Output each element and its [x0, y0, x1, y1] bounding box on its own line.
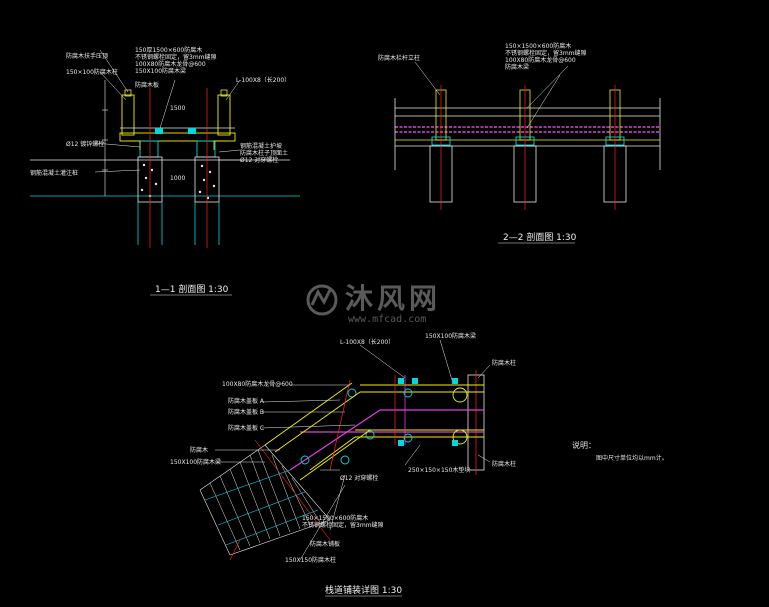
label-angle-steel: L-100X8（长200）	[236, 76, 290, 84]
plan-label-pad: 250×150×150木垫块	[408, 466, 470, 474]
label-deck-board: 150厚1500×600防腐木	[135, 46, 202, 54]
label-slope: 钢筋混凝土护坡	[240, 142, 282, 150]
plan-detail-title: 栈道铺装详图 1:30	[325, 584, 402, 596]
label-fixing-2: 不锈钢螺栓固定，留3mm缝隙	[505, 49, 587, 57]
label-fixing: 不锈钢螺栓固定，留3mm缝隙	[135, 53, 217, 61]
label-plank: 防腐木板	[135, 81, 159, 89]
plan-label-through-bolt: Ø12 对穿螺栓	[340, 474, 378, 482]
watermark-url: www.mfcad.com	[348, 314, 426, 325]
label-handrail-cap: 防腐木扶手压顶	[66, 52, 108, 60]
notes-heading: 说明：	[572, 440, 596, 450]
section-2-2-posts	[429, 85, 627, 210]
notes-line-1: 图中尺寸单位均以mm计。	[596, 454, 668, 462]
dim-1500: 1500	[170, 105, 185, 112]
label-joist-2: 100X80防腐木龙骨@600	[505, 56, 576, 64]
label-beam: 150X100防腐木梁	[135, 67, 186, 75]
label-post-top: 防腐木柱子顶面土	[240, 149, 288, 157]
plan-label-joist: 100X80防腐木龙骨@600	[222, 380, 293, 388]
stair-hatch	[199, 439, 331, 561]
plan-label-cover-c: 防腐木盖板 C	[228, 424, 264, 432]
label-post: 150×100防腐木柱	[66, 68, 118, 76]
watermark-text: 沐风网	[345, 282, 441, 315]
plan-detail-drawing	[199, 339, 491, 561]
notes-block: 说明： 图中尺寸单位均以mm计。	[572, 440, 668, 462]
plan-label-beam-left: 150X100防腐木梁	[170, 458, 221, 466]
section-2-2-title: 2—2 剖面图 1:30	[503, 231, 577, 243]
plan-label-cover-b: 防腐木盖板 B	[228, 408, 264, 416]
plan-label-post-150: 150X150防腐木柱	[285, 556, 336, 564]
label-railing-post: 防腐木栏杆立柱	[378, 54, 420, 62]
pile-hatching	[140, 163, 216, 200]
plan-label-fixing: 不锈钢螺栓固定，留3mm缝隙	[302, 521, 384, 529]
section-1-1-title: 1—1 剖面图 1:30	[155, 283, 229, 295]
label-pile: 钢筋混凝土灌注桩	[30, 169, 78, 177]
plan-label-timber: 防腐木	[190, 446, 208, 454]
plan-label-angle-steel: L-100X8（长200）	[340, 338, 394, 346]
label-joist: 100X80防腐木龙骨@600	[135, 60, 206, 68]
plan-label-deck-board: 150×1500×600防腐木	[302, 514, 368, 522]
section-1-1-drawing	[30, 49, 300, 248]
label-beam-2: 防腐木梁	[505, 63, 529, 71]
label-deck-board-2: 150×1500×600防腐木	[505, 42, 571, 50]
plan-detail-labels: L-100X8（长200） 150X100防腐木梁 防腐木柱 100X80防腐木…	[170, 332, 516, 597]
plan-label-post-bottom: 防腐木柱	[492, 460, 516, 468]
watermark: 沐风网 www.mfcad.com	[306, 282, 441, 325]
label-bolt: Ø12 镀锌螺栓	[66, 140, 104, 148]
section-1-1-labels: 防腐木扶手压顶 150×100防腐木柱 150厚1500×600防腐木 不锈钢螺…	[30, 46, 290, 296]
section-2-2-labels: 防腐木栏杆立柱 150×1500×600防腐木 不锈钢螺栓固定，留3mm缝隙 1…	[378, 42, 587, 244]
plan-label-cover-a: 防腐木盖板 A	[228, 397, 265, 405]
label-through-bolt: Ø12 对穿螺栓	[240, 156, 278, 164]
plan-label-post-right: 防腐木柱	[492, 359, 516, 367]
section-2-2-drawing	[394, 61, 661, 210]
plan-label-beam-top: 150X100防腐木梁	[425, 332, 476, 340]
dim-1000: 1000	[170, 175, 185, 182]
plan-label-deck-plank: 防腐木铺板	[310, 540, 340, 548]
